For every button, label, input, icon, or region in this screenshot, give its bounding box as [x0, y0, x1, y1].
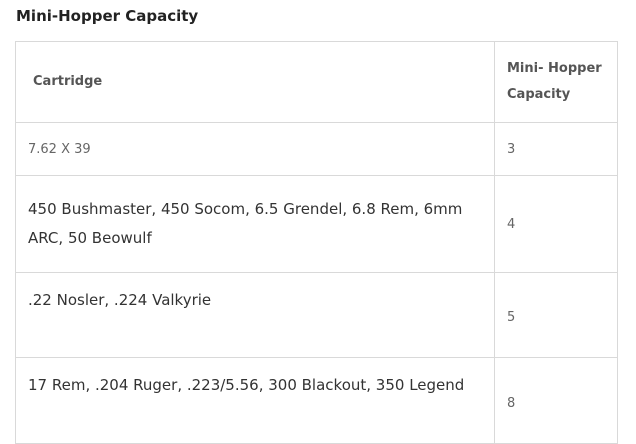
column-header-cartridge: Cartridge [15, 41, 495, 123]
capacity-cell: 4 [494, 175, 618, 273]
capacity-table: Cartridge Mini- Hopper Capacity 7.62 X 3… [15, 41, 618, 444]
cartridge-cell: 17 Rem, .204 Ruger, .223/5.56, 300 Black… [15, 357, 495, 444]
table-header-row: Cartridge Mini- Hopper Capacity [15, 41, 618, 123]
capacity-cell: 3 [494, 122, 618, 176]
table-row: .22 Nosler, .224 Valkyrie 5 [15, 272, 618, 358]
capacity-cell: 5 [494, 272, 618, 358]
table-row: 450 Bushmaster, 450 Socom, 6.5 Grendel, … [15, 175, 618, 273]
table-row: 7.62 X 39 3 [15, 122, 618, 176]
capacity-cell: 8 [494, 357, 618, 444]
table-row: 17 Rem, .204 Ruger, .223/5.56, 300 Black… [15, 357, 618, 444]
page-title: Mini-Hopper Capacity [16, 7, 199, 25]
cartridge-cell: .22 Nosler, .224 Valkyrie [15, 272, 495, 358]
column-header-capacity: Mini- Hopper Capacity [494, 41, 618, 123]
cartridge-cell: 450 Bushmaster, 450 Socom, 6.5 Grendel, … [15, 175, 495, 273]
cartridge-cell: 7.62 X 39 [15, 122, 495, 176]
